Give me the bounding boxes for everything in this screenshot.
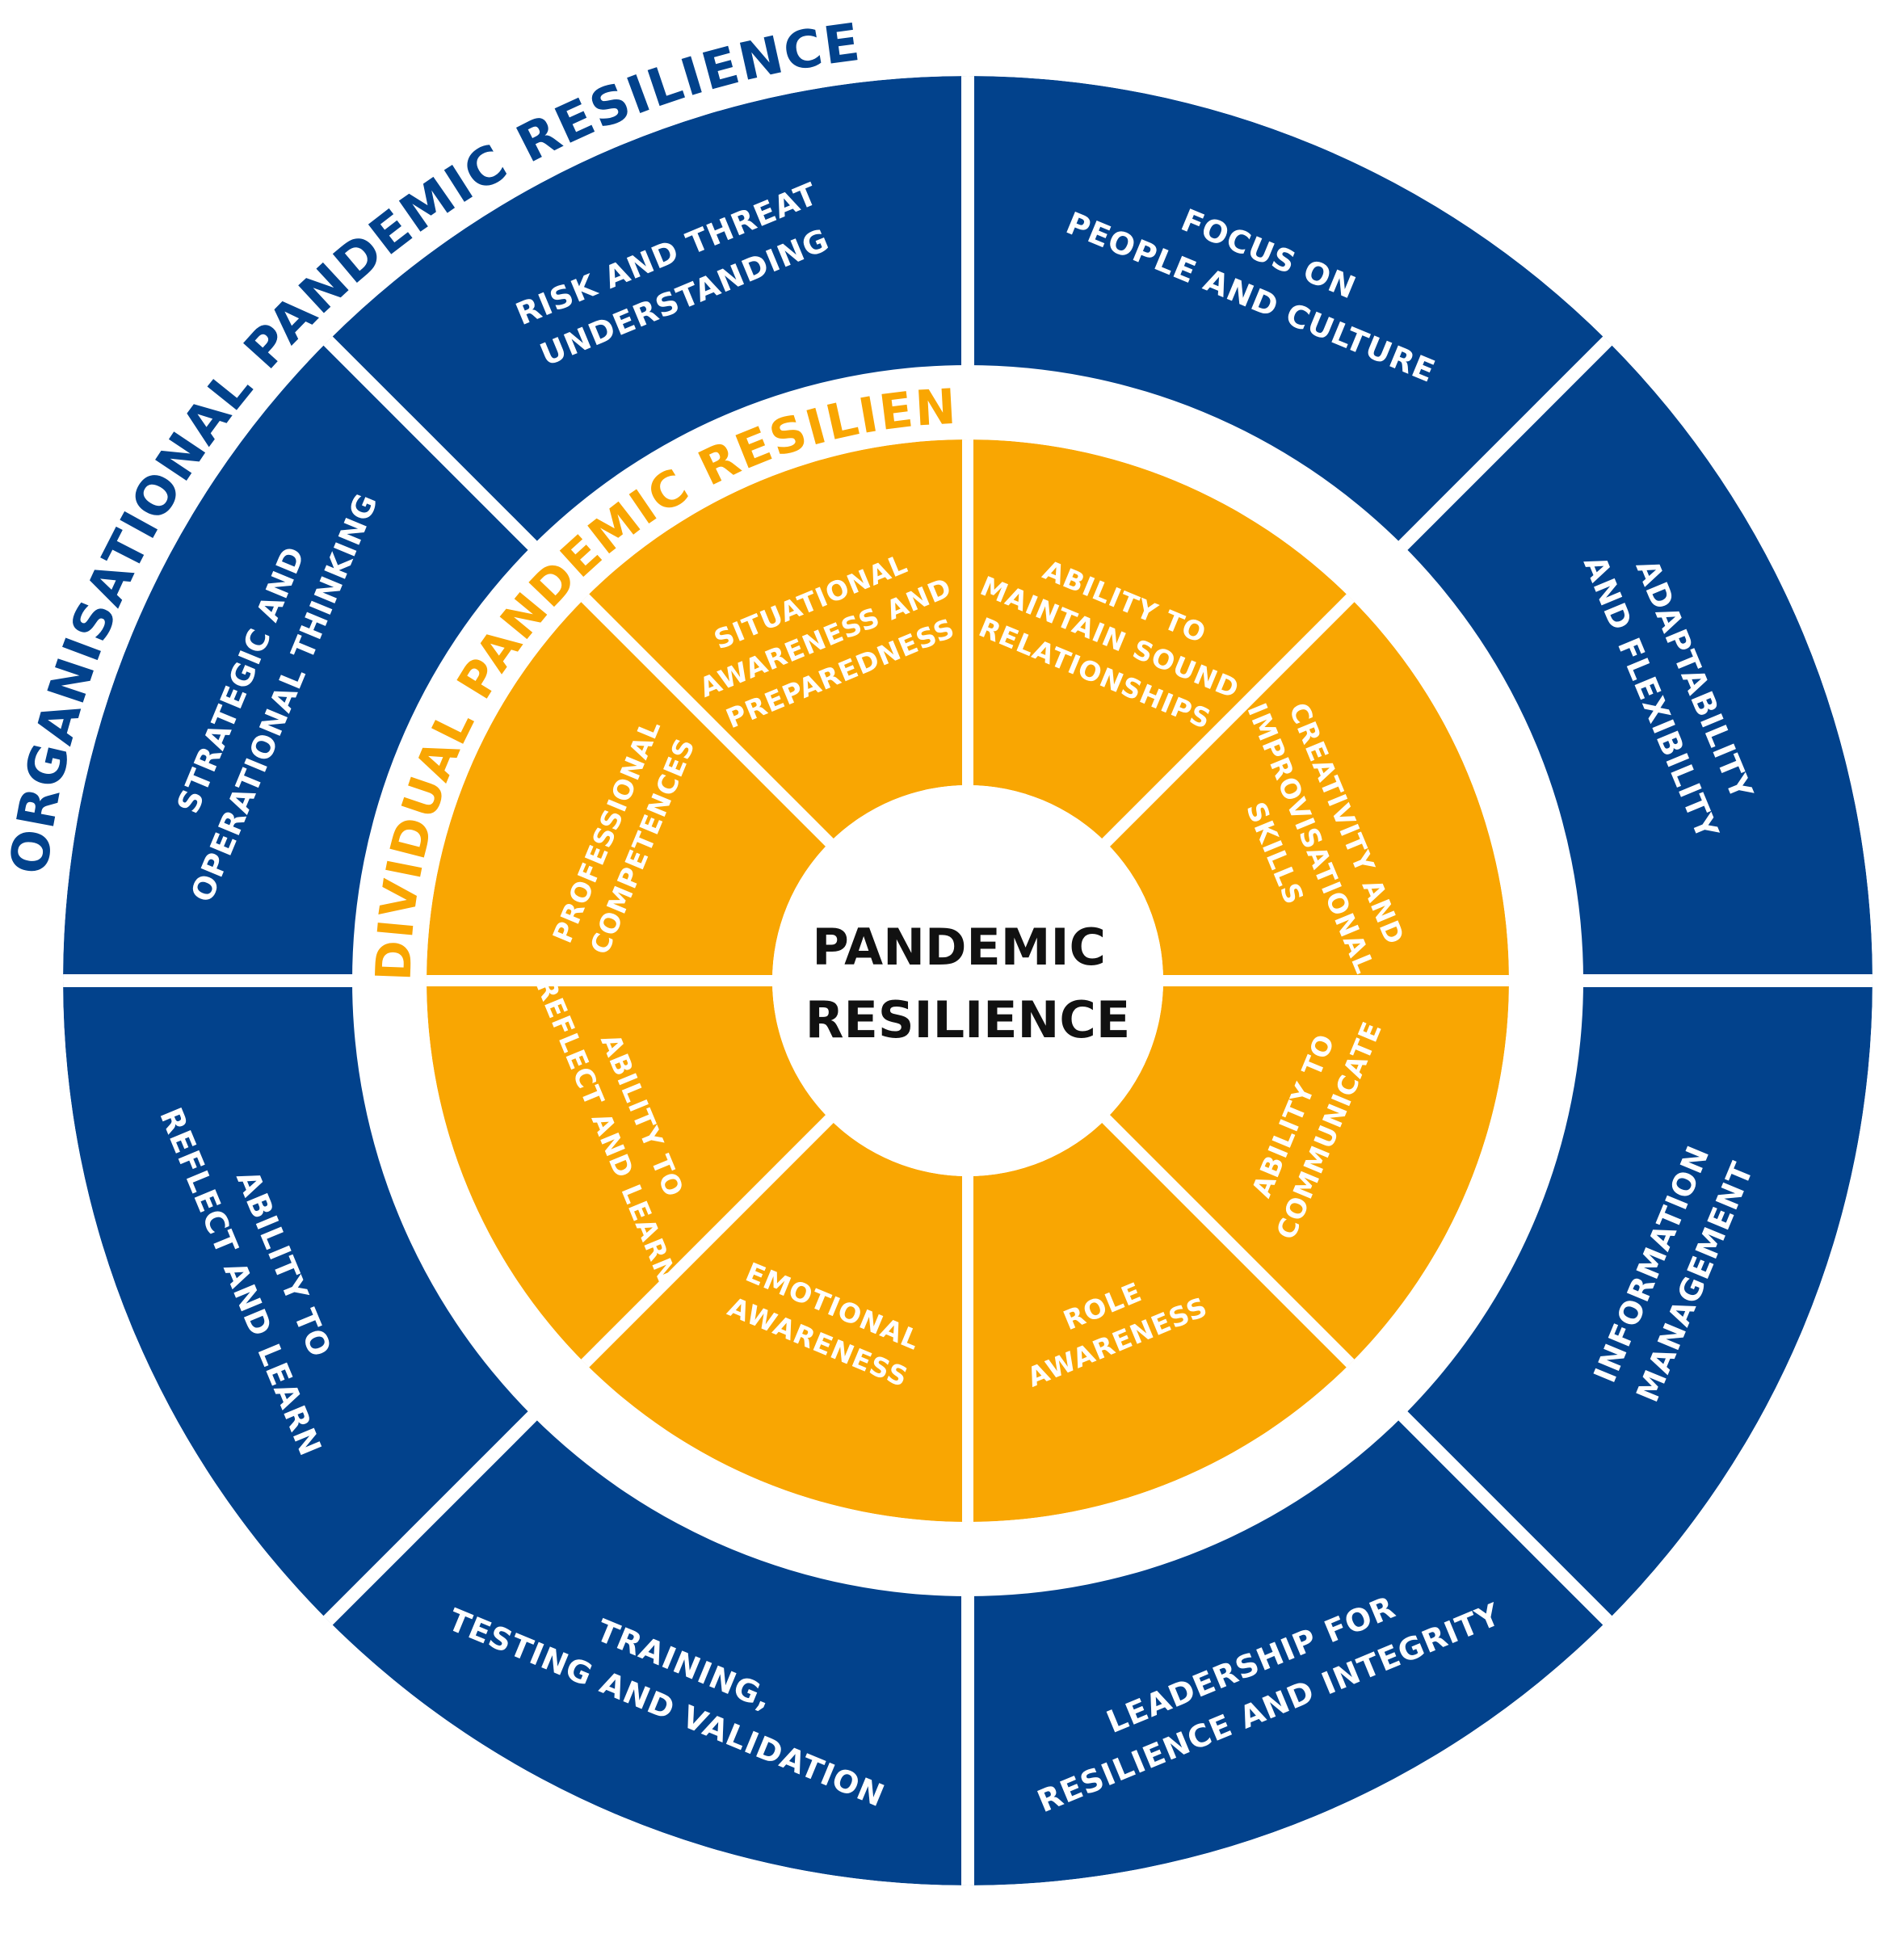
center-circle (772, 785, 1163, 1176)
segment-divider (320, 1408, 540, 1629)
inner-ring-segment (585, 1119, 968, 1522)
segment-divider (578, 591, 837, 850)
center-label-line-2: RESILIENCE (805, 990, 1131, 1049)
inner-ring-segment (968, 1119, 1351, 1522)
inner-ring-segment (1106, 598, 1509, 981)
segment-divider (1395, 333, 1616, 553)
center-label: PANDEMIC RESILIENCE (805, 918, 1131, 1049)
segment-divider (578, 1112, 837, 1371)
inner-ring-segment (968, 439, 1351, 843)
outer-ring-segment (63, 981, 533, 1620)
inner-ring-segment (427, 598, 830, 981)
outer-ring-segment (328, 1415, 968, 1885)
inner-ring: ABILITY TOMAINTAIN SOUNDRELATIONSHIPSCRE… (427, 439, 1509, 1522)
outer-ring-segment (968, 1415, 1608, 1885)
inner-ring-segment (427, 981, 830, 1364)
segment-divider (1099, 591, 1358, 850)
outer-ring-segment (63, 341, 533, 981)
outer-ring: FOCUS ONPEOPLE AND CULTUREADAPTABILITYAN… (63, 76, 1872, 1885)
outer-ring-segment (968, 76, 1608, 546)
segment-divider (320, 333, 540, 553)
segment-divider (1395, 1408, 1616, 1629)
inner-ring-segment (1106, 981, 1509, 1364)
center-label-line-1: PANDEMIC (812, 918, 1106, 977)
segment-divider (1099, 1112, 1358, 1371)
outer-ring-segment (1402, 341, 1872, 981)
inner-ring-segment (585, 439, 968, 843)
outer-ring-segment (1402, 981, 1872, 1620)
outer-ring-segment (328, 76, 968, 546)
